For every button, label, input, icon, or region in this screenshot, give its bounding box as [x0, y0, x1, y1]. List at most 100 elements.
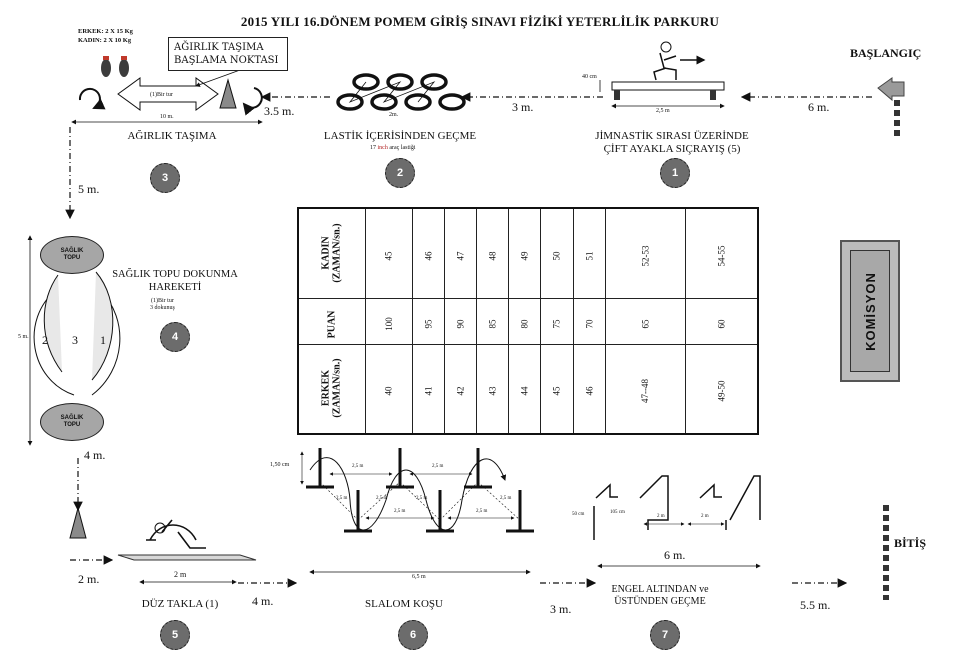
- weight-start-box: AĞIRLIK TAŞIMA BAŞLAMA NOKTASI: [168, 37, 288, 71]
- station-badge-6: 6: [398, 620, 428, 650]
- points-cell: 85: [475, 297, 510, 345]
- station3-dim: 10 m.: [160, 114, 174, 120]
- distance-2-3: 3.5 m.: [264, 104, 295, 118]
- female-time-cell: 54-55: [685, 207, 759, 299]
- distance-6-7: 3 m.: [550, 602, 572, 616]
- slalom-dim-b: 2,5 m: [432, 464, 444, 469]
- station4-dim: 5 m.: [18, 334, 29, 340]
- points-header: PUAN: [297, 297, 366, 345]
- station5-name: DÜZ TAKLA (1): [141, 598, 219, 610]
- female-time-cell: 48: [475, 207, 510, 299]
- male-time-cell: 42: [443, 343, 477, 435]
- station2-dim: 2m.: [389, 112, 399, 118]
- points-cell: 65: [604, 297, 687, 345]
- female-time-cell: 45: [365, 207, 413, 299]
- hurdle-w2: 2 m: [701, 514, 709, 519]
- station2-name: LASTİK İÇERİSİNDEN GEÇME: [323, 130, 477, 142]
- distance-1-2: 3 m.: [512, 100, 534, 114]
- loop-number-3: 3: [72, 333, 78, 347]
- weights-male: ERKEK: 2 X 15 Kg: [78, 28, 133, 35]
- finish-label: BİTİŞ: [894, 536, 927, 550]
- female-time-cell: 51: [572, 207, 606, 299]
- distance-4-5: 4 m.: [84, 448, 106, 462]
- gymnastics-bench: [599, 41, 725, 109]
- tires: [336, 73, 466, 111]
- points-cell: 75: [540, 297, 574, 345]
- station7-name: ENGEL ALTINDAN ve ÜSTÜNDEN GEÇME: [611, 584, 709, 607]
- tumbling-mat: [117, 519, 257, 585]
- station-badge-4: 4: [160, 322, 190, 352]
- distance-3-4: 5 m.: [78, 182, 100, 196]
- weight-start-line2: BAŞLAMA NOKTASI: [174, 55, 279, 66]
- slalom-dim-f: 2,5 m: [376, 496, 388, 501]
- points-cell: 70: [572, 297, 606, 345]
- female-time-cell: 46: [411, 207, 445, 299]
- station4-note: (1)Bir tur 3 dokunuş: [150, 298, 175, 311]
- hurdle-h1: 50 cm: [572, 512, 585, 517]
- slalom-dim-e: 2,5 m: [336, 496, 348, 501]
- station1-length: 2,5 m: [656, 108, 670, 114]
- station1-name: JİMNASTİK SIRASI ÜZERİNDE ÇİFT AYAKLA SI…: [595, 130, 749, 155]
- points-cell: 60: [685, 297, 759, 345]
- male-time-cell: 43: [475, 343, 510, 435]
- loop-number-1: 1: [100, 333, 106, 347]
- start-gate: [877, 77, 905, 140]
- station5-dim: 2 m: [174, 570, 187, 579]
- distance-5-left: 2 m.: [78, 572, 100, 586]
- committee-box: KOMİSYON: [840, 240, 900, 382]
- slalom-dim-a: 2,5 m: [352, 464, 364, 469]
- slalom-dim-c: 2,5 m: [394, 509, 406, 514]
- male-time-cell: 40: [365, 343, 413, 435]
- male-time-cell: 41: [411, 343, 445, 435]
- slalom-dim-h: 2,5 m: [500, 496, 512, 501]
- loop-number-2: 2: [42, 333, 48, 347]
- station3-name: AĞIRLIK TAŞIMA: [127, 130, 217, 142]
- points-cell: 100: [365, 297, 413, 345]
- hurdles: [593, 475, 761, 569]
- slalom-height: 1,50 cm: [270, 462, 290, 468]
- station3-note: (1)Bir tur: [150, 92, 173, 98]
- hurdle-h2: 105 cm: [610, 510, 625, 515]
- station6-name: SLALOM KOŞU: [365, 598, 443, 610]
- slalom-dim-d: 2,5 m: [476, 509, 488, 514]
- male-header: ERKEK(ZAMAN/sn.): [297, 343, 366, 435]
- points-cell: 95: [411, 297, 445, 345]
- distance-start-1: 6 m.: [808, 100, 830, 114]
- slalom-dim-g: 2,5 m: [416, 496, 428, 501]
- slalom-total: 6,5 m: [412, 574, 426, 580]
- male-time-cell: 45: [540, 343, 574, 435]
- medicine-ball-loop: [27, 235, 121, 539]
- committee-label: KOMİSYON: [862, 271, 878, 351]
- start-label: BAŞLANGIÇ: [850, 46, 922, 60]
- male-time-cell: 47--48: [604, 343, 687, 435]
- station-badge-5: 5: [160, 620, 190, 650]
- station-badge-1: 1: [660, 158, 690, 188]
- male-time-cell: 46: [572, 343, 606, 435]
- male-time-cell: 49-50: [685, 343, 759, 435]
- points-cell: 90: [443, 297, 477, 345]
- female-time-cell: 47: [443, 207, 477, 299]
- distance-7-finish: 5.5 m.: [800, 598, 831, 612]
- weight-start-line1: AĞIRLIK TAŞIMA: [174, 42, 264, 53]
- page-title: 2015 YILI 16.DÖNEM POMEM GİRİŞ SINAVI Fİ…: [240, 14, 720, 29]
- hurdle-w1: 2 m: [657, 514, 665, 519]
- station2-note: 17 inch araç lastiği: [370, 145, 416, 151]
- slalom-poles: [300, 448, 534, 575]
- points-cell: 80: [508, 297, 542, 345]
- station-badge-7: 7: [650, 620, 680, 650]
- station-badge-3: 3: [150, 163, 180, 193]
- female-time-cell: 49: [508, 207, 542, 299]
- female-time-cell: 50: [540, 207, 574, 299]
- distance-5-6: 4 m.: [252, 594, 274, 608]
- female-header: KADIN(ZAMAN/sn.): [297, 207, 366, 299]
- weights-female: KADIN: 2 X 10 Kg: [78, 37, 132, 44]
- station4-name: SAĞLIK TOPU DOKUNMA HAREKETİ: [112, 269, 238, 293]
- station-badge-2: 2: [385, 158, 415, 188]
